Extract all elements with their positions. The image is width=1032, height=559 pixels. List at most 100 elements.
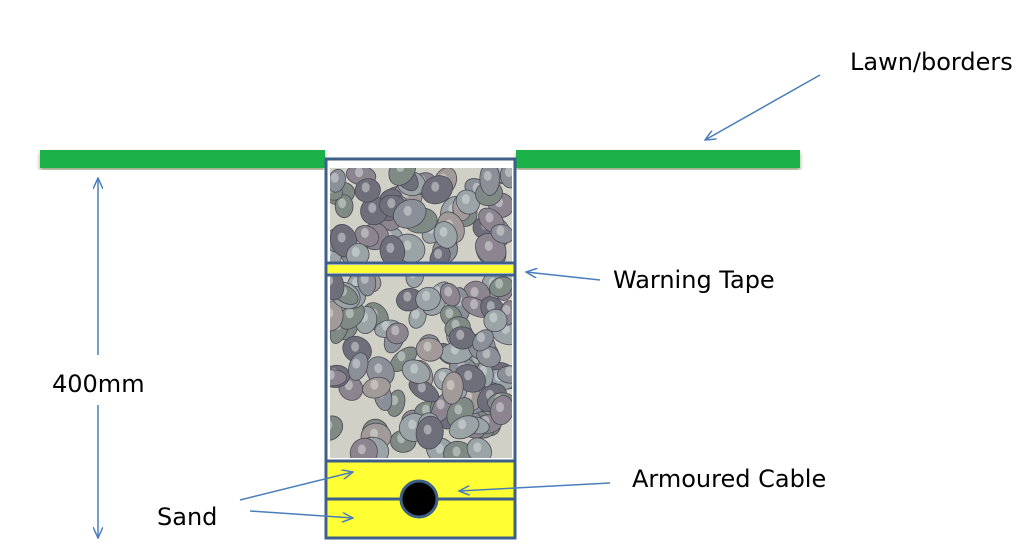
pebble	[349, 437, 378, 458]
pebble	[388, 168, 417, 186]
pebble-highlight	[421, 404, 430, 415]
pebble	[338, 303, 365, 330]
pebble-highlight	[470, 299, 479, 310]
pebble-highlight	[464, 370, 473, 381]
sand-arrow-upper	[239, 472, 353, 501]
pebble-highlight	[452, 446, 461, 457]
pebble-highlight	[370, 379, 379, 390]
pebble	[440, 282, 461, 307]
pebble-highlight	[502, 304, 511, 315]
pebble-highlight	[431, 181, 440, 192]
pebble	[490, 395, 512, 426]
pebble	[379, 235, 406, 262]
pebble-highlight	[403, 240, 412, 251]
pebble-highlight	[330, 308, 334, 318]
pebble-highlight	[476, 332, 485, 343]
pebble-highlight	[386, 242, 395, 253]
pebble	[415, 337, 444, 362]
cable-arrow	[459, 482, 611, 491]
armoured-cable	[399, 479, 439, 519]
pebble	[354, 178, 381, 203]
pebble	[490, 223, 512, 244]
pebble-highlight	[446, 380, 455, 391]
pebble	[330, 369, 348, 387]
lawn-left	[40, 150, 325, 168]
pebble-highlight	[408, 419, 417, 430]
pebble	[330, 168, 346, 193]
pebble-highlight	[456, 329, 465, 340]
pebble	[489, 276, 512, 298]
lawn-right	[516, 150, 800, 168]
pebble	[499, 168, 512, 189]
pebble-highlight	[330, 420, 333, 430]
pebble-highlight	[330, 276, 334, 286]
pebble-highlight	[496, 225, 505, 236]
pebble-highlight	[423, 424, 432, 435]
pebble-highlight	[397, 351, 406, 362]
pebble	[448, 415, 480, 440]
pebble	[496, 365, 512, 384]
pebble-highlight	[360, 276, 369, 284]
pebble-highlight	[368, 202, 377, 213]
trench-outline	[324, 157, 517, 540]
pebble-highlight	[357, 444, 366, 455]
pebble	[421, 175, 453, 205]
pebble	[330, 276, 345, 301]
pebble-highlight	[473, 442, 482, 453]
lawn-label: Lawn/borders	[850, 48, 1013, 76]
pebble-highlight	[505, 366, 512, 377]
pebble-highlight	[489, 312, 498, 323]
pebble-highlight	[396, 168, 405, 173]
warning-tape-label: Warning Tape	[613, 266, 775, 294]
pebble-highlight	[434, 248, 443, 259]
pebble-highlight	[338, 198, 347, 209]
pebble-highlight	[422, 290, 431, 301]
pebble-highlight	[445, 308, 454, 319]
pebble	[348, 352, 369, 381]
pebble	[476, 345, 501, 368]
pebble-highlight	[361, 182, 370, 193]
pebble-highlight	[337, 232, 346, 243]
pebble	[362, 376, 391, 399]
pebble-highlight	[436, 399, 445, 410]
pebble-highlight	[411, 309, 420, 320]
pebble-highlight	[403, 291, 412, 302]
pebble-highlight	[484, 240, 493, 251]
pebble-highlight	[495, 278, 504, 289]
pebble-highlight	[482, 348, 491, 359]
pebble-highlight	[486, 301, 495, 312]
pebble-highlight	[461, 194, 470, 205]
pebble-highlight	[435, 443, 444, 454]
pebble-highlight	[444, 286, 453, 297]
pebble	[483, 308, 508, 333]
pebble	[330, 300, 344, 332]
sand-label: Sand	[157, 503, 218, 531]
pebble	[466, 437, 492, 458]
warning-tape	[328, 265, 514, 273]
pebble-highlight	[351, 341, 360, 352]
pebble-highlight	[439, 226, 448, 237]
pebble-highlight	[458, 419, 467, 430]
pebble	[479, 168, 500, 196]
warning-tape-arrow	[526, 272, 601, 281]
pebble-highlight	[374, 363, 383, 374]
pebble	[357, 276, 377, 297]
pebble	[334, 194, 354, 219]
pebble-highlight	[470, 287, 479, 298]
pebble-highlight	[410, 363, 419, 374]
pebble-highlight	[351, 247, 360, 258]
pebble	[441, 371, 464, 405]
pebble	[415, 286, 441, 311]
pebble-highlight	[454, 404, 463, 415]
pebble-highlight	[485, 212, 494, 223]
pebbles-upper	[330, 168, 512, 262]
pebble	[385, 322, 409, 345]
pebble-highlight	[330, 172, 339, 183]
pebble-highlight	[483, 170, 492, 181]
armoured-cable-label: Armoured Cable	[632, 465, 827, 493]
pebble	[433, 221, 458, 249]
pebble-highlight	[330, 369, 335, 380]
pebble-highlight	[417, 382, 426, 393]
pebbles-lower	[330, 276, 512, 458]
